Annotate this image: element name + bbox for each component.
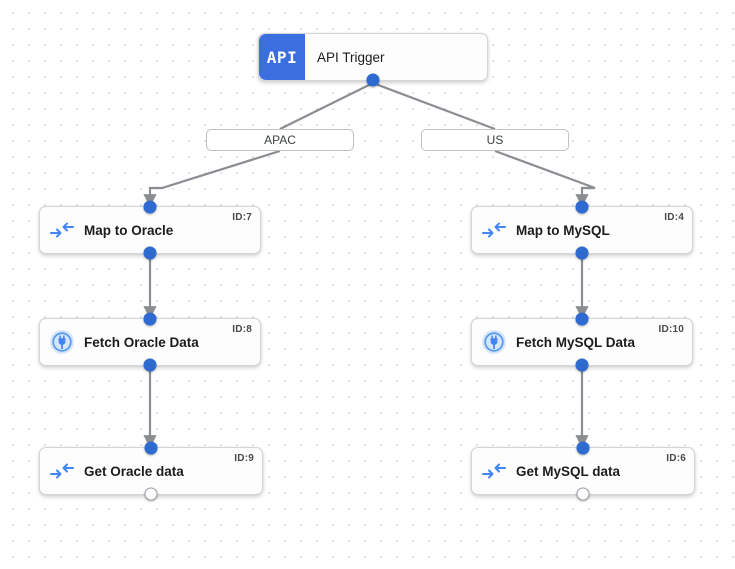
output-port[interactable] — [143, 358, 157, 372]
input-port[interactable] — [144, 441, 158, 455]
input-port[interactable] — [575, 312, 589, 326]
edge-us-map-mysql — [494, 149, 596, 208]
input-port[interactable] — [143, 200, 157, 214]
branch-label-us[interactable]: US — [421, 129, 569, 151]
node-fetch-oracle-data[interactable]: Fetch Oracle Data ID:8 — [39, 312, 261, 372]
input-port[interactable] — [575, 200, 589, 214]
output-port[interactable] — [366, 73, 380, 87]
output-port[interactable] — [575, 246, 589, 260]
node-get-oracle-data[interactable]: Get Oracle data ID:9 — [39, 441, 263, 501]
node-title: Fetch Oracle Data — [84, 334, 199, 350]
edge-trigger-us — [372, 81, 496, 131]
output-port[interactable] — [576, 487, 590, 501]
database-plug-icon — [40, 329, 84, 355]
edge-apac-map-oracle — [143, 149, 281, 208]
node-title: Get MySQL data — [516, 463, 621, 479]
mapping-arrows-icon — [40, 221, 84, 239]
node-id-label: ID:10 — [658, 324, 684, 335]
mapping-arrows-icon — [472, 221, 516, 239]
node-map-to-oracle[interactable]: Map to Oracle ID:7 — [39, 200, 261, 260]
edge-trigger-apac — [279, 82, 374, 130]
node-id-label: ID:4 — [664, 212, 684, 223]
node-title: Get Oracle data — [84, 463, 184, 479]
output-port[interactable] — [144, 487, 158, 501]
mapping-arrows-icon — [40, 462, 84, 480]
branch-label-apac[interactable]: APAC — [206, 129, 354, 151]
output-port[interactable] — [575, 358, 589, 372]
input-port[interactable] — [576, 441, 590, 455]
node-id-label: ID:9 — [234, 453, 254, 464]
mapping-arrows-icon — [472, 462, 516, 480]
node-title: Map to Oracle — [84, 222, 174, 238]
node-title: Map to MySQL — [516, 222, 610, 238]
node-fetch-mysql-data[interactable]: Fetch MySQL Data ID:10 — [471, 312, 693, 372]
output-port[interactable] — [143, 246, 157, 260]
database-plug-icon — [472, 329, 516, 355]
input-port[interactable] — [143, 312, 157, 326]
node-api-trigger[interactable]: API API Trigger — [258, 33, 488, 87]
node-id-label: ID:7 — [232, 212, 252, 223]
node-map-to-mysql[interactable]: Map to MySQL ID:4 — [471, 200, 693, 260]
api-icon: API — [259, 34, 305, 80]
node-get-mysql-data[interactable]: Get MySQL data ID:6 — [471, 441, 695, 501]
branch-label-text: APAC — [264, 133, 296, 147]
node-title: API Trigger — [317, 49, 385, 65]
node-id-label: ID:8 — [232, 324, 252, 335]
node-title: Fetch MySQL Data — [516, 334, 636, 350]
branch-label-text: US — [486, 133, 504, 147]
node-id-label: ID:6 — [666, 453, 686, 464]
